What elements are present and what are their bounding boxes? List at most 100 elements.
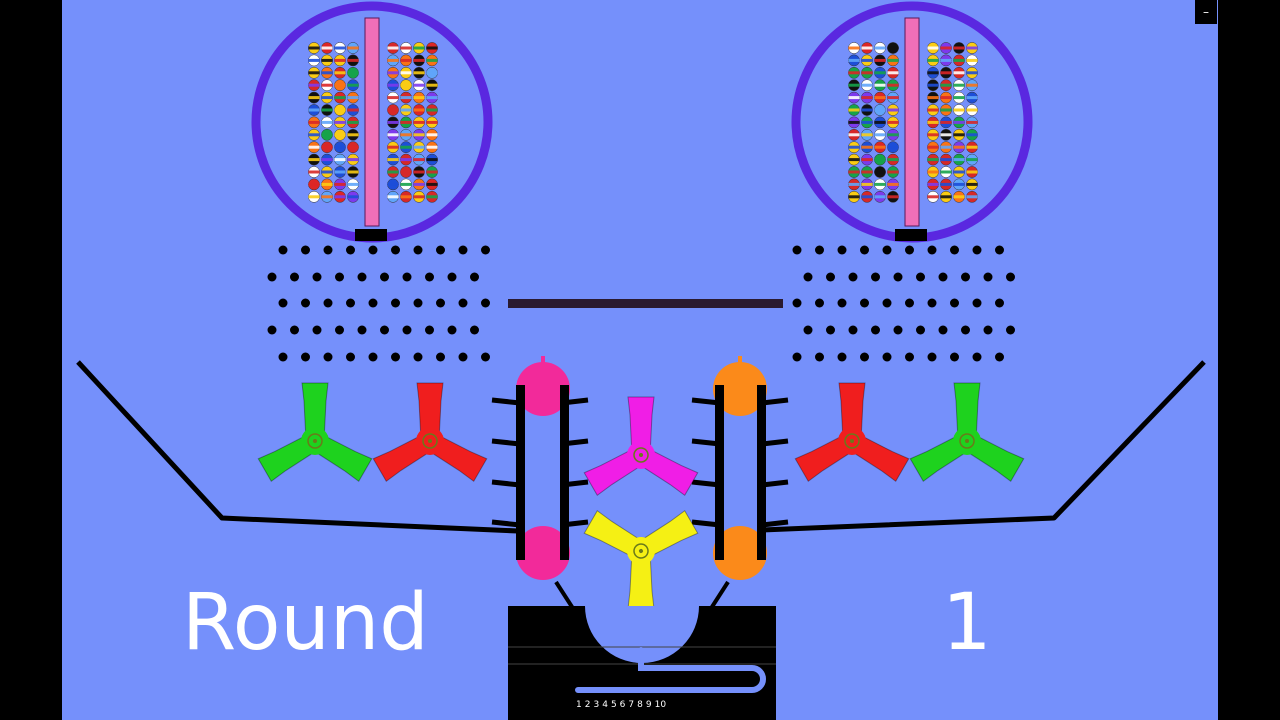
flag-marble-icon: [308, 153, 320, 166]
flag-marble-icon: [927, 166, 939, 178]
elevator-step: [561, 438, 589, 447]
peg: [927, 298, 937, 308]
flag-marble-icon: [400, 166, 412, 178]
peg: [882, 352, 892, 362]
spinner-axle-dot: [639, 453, 643, 457]
slot-label: 9: [645, 700, 652, 710]
slot-label: 1: [576, 700, 582, 710]
peg: [391, 352, 400, 362]
peg: [815, 298, 824, 308]
spinner-green-right: [909, 382, 1025, 482]
peg: [995, 245, 1004, 255]
flag-marble-icon: [940, 190, 952, 203]
elevator-step: [761, 438, 789, 447]
flag-marble-icon: [927, 116, 939, 129]
flag-marble-icon: [321, 116, 333, 129]
peg: [803, 325, 813, 335]
peg: [267, 325, 277, 335]
peg: [301, 245, 310, 255]
peg: [335, 272, 344, 282]
flag-marble-icon: [848, 141, 860, 154]
flag-marble-icon: [927, 91, 939, 104]
peg: [380, 325, 389, 335]
flag-marble-icon: [413, 91, 425, 104]
flag-marble-icon: [321, 153, 333, 166]
elevator-step: [561, 397, 589, 406]
flag-marble-icon: [887, 54, 899, 67]
flag-marble-icon: [848, 66, 860, 79]
flag-marble-icon: [426, 42, 438, 54]
flag-marble-icon: [953, 153, 965, 166]
flag-marble-icon: [874, 42, 886, 54]
peg: [995, 298, 1004, 308]
spinner-axle-icon: [633, 543, 649, 559]
peg: [983, 272, 993, 282]
minimize-icon[interactable]: –: [1195, 0, 1217, 24]
flag-marble-icon: [887, 79, 899, 92]
drum-gate: [355, 229, 387, 241]
spinner-axle-dot: [850, 439, 854, 443]
flag-marble-icon: [334, 166, 346, 178]
flag-marble-icon: [966, 190, 978, 203]
peg: [301, 352, 310, 362]
peg: [938, 325, 948, 335]
flag-marble-icon: [953, 128, 965, 141]
flag-marble-icon: [321, 54, 333, 67]
elevator-bottom-ball: [713, 526, 767, 580]
flag-marble-icon: [426, 190, 438, 203]
elevator-rail: [560, 385, 569, 560]
flag-marble-icon: [887, 141, 899, 154]
elevator-step: [761, 519, 789, 528]
peg: [323, 298, 333, 308]
flag-marble-icon: [387, 54, 399, 67]
flag-marble-icon: [308, 91, 320, 104]
flag-marble-icon: [426, 91, 438, 104]
flag-marble-icon: [321, 190, 333, 203]
flag-marble-icon: [387, 66, 399, 79]
peg: [972, 298, 982, 308]
peg: [916, 272, 925, 282]
peg: [882, 298, 892, 308]
flag-marble-icon: [874, 116, 886, 129]
peg: [893, 272, 903, 282]
slot-label: 10: [654, 700, 667, 710]
elevator-step: [691, 438, 721, 447]
flag-marble-icon: [848, 42, 860, 54]
flag-marble-icon: [848, 190, 860, 203]
flag-marble-icon: [848, 166, 860, 178]
flag-marble-icon: [940, 153, 952, 166]
flag-marble-icon: [966, 141, 978, 154]
round-title: Round: [182, 578, 429, 668]
elevator-top-ball: [516, 362, 570, 416]
peg: [402, 325, 412, 335]
flag-marble-icon: [426, 153, 438, 166]
flag-marble-icon: [861, 79, 873, 92]
peg: [860, 298, 869, 308]
flag-marble-icon: [874, 104, 886, 116]
flag-marble-icon: [940, 166, 952, 178]
peg: [792, 352, 802, 362]
peg: [972, 245, 982, 255]
flag-marble-icon: [400, 128, 412, 141]
flag-marble-icon: [308, 166, 320, 178]
flag-marble-icon: [940, 42, 952, 54]
peg: [290, 325, 299, 335]
flag-marble-icon: [334, 54, 346, 67]
peg-grid-left: [267, 245, 490, 362]
flag-marble-icon: [940, 79, 952, 92]
spinner-axle-dot: [639, 549, 643, 553]
flag-marble-icon: [874, 54, 886, 67]
flag-marble-icon: [400, 104, 412, 116]
flag-marble-icon: [940, 66, 952, 79]
flag-marble-icon: [874, 166, 886, 178]
drum-right: [791, 1, 1033, 243]
flag-marble-icon: [861, 190, 873, 203]
flag-marble-icon: [887, 166, 899, 178]
flag-marble-icon: [966, 178, 978, 191]
flag-marble-icon: [308, 141, 320, 154]
flag-marble-icon: [874, 141, 886, 154]
flag-marble-icon: [966, 128, 978, 141]
flag-marble-icon: [874, 178, 886, 191]
flag-marble-icon: [413, 178, 425, 191]
